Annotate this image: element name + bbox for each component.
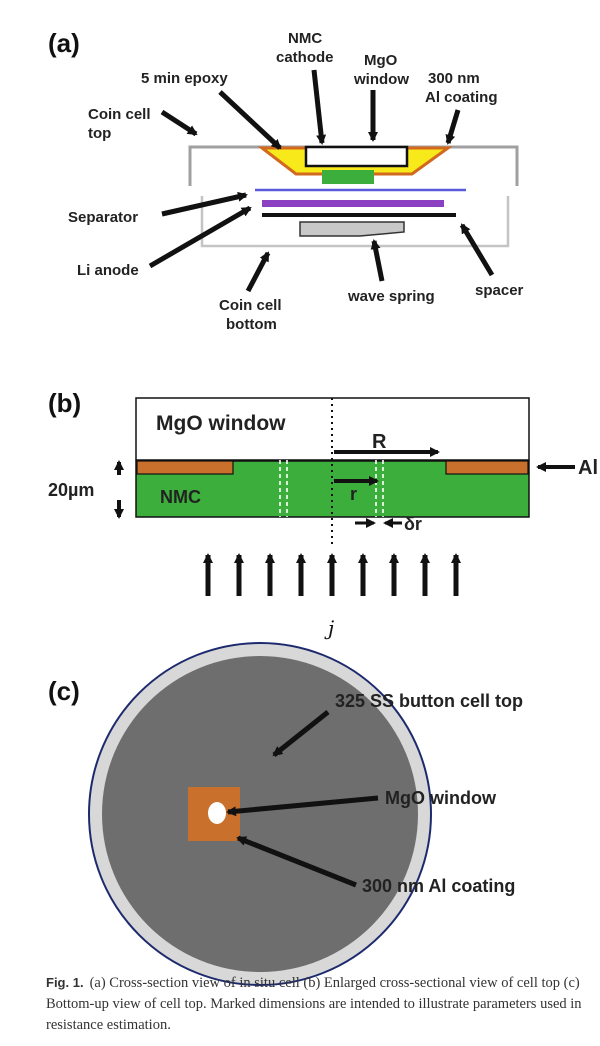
coin-cell-top-label-2: top [88,125,111,142]
arrow-coin-top [160,109,198,137]
nmc-cathode-a [322,170,374,184]
al-coating-label-1: 300 nm [428,70,480,87]
coin-cell-bottom-label-2: bottom [226,316,277,333]
arrow-coin-bottom [245,251,271,293]
arrow-spacer [459,223,495,277]
current-arrows [203,553,461,596]
mgo-window-b-label: MgO window [156,412,286,435]
spacer-bar [262,213,456,217]
al-coating-c-label: 300 nm Al coating [362,876,515,896]
arrow-nmc-cathode [311,69,327,145]
panel-c-label: (c) [48,676,80,706]
al-label: Al [578,457,598,479]
nmc-cathode-label-2: cathode [276,49,334,66]
thickness-label: 20µm [48,480,94,500]
panel-a-label: (a) [48,28,80,58]
ss-top-label: 325 SS button cell top [335,691,523,711]
radius-label: R [372,431,387,453]
current-label: j [324,616,334,640]
li-anode-bar [262,200,444,207]
panel-a-arrows [148,69,495,293]
coin-cell-top-label-1: Coin cell [88,106,151,123]
dr-label: δr [404,514,422,534]
arrow-al-coating [445,109,461,145]
nmc-label-b: NMC [160,487,201,507]
coin-cell-bottom-casing [200,196,510,248]
arrow-mgo-window-c [226,795,379,817]
al-strip-right [445,460,529,475]
button-cell-top-disc [102,656,418,972]
caption-text: (a) Cross-section view of in situ cell (… [46,975,582,1033]
panel-c-arrows [226,710,379,888]
mgo-window-c-label: MgO window [385,788,497,808]
wave-spring-shape [299,221,405,237]
arrow-li-anode [148,205,252,269]
nmc-ring-marks [279,460,384,517]
arrow-al-coating-c [236,835,357,888]
arrow-wave-spring [370,239,385,282]
arrow-epoxy [218,90,282,150]
panel-b: (b) MgO window R Al 20µm [48,388,598,640]
mgo-window-label-1: MgO [364,52,398,69]
epoxy-label: 5 min epoxy [141,70,228,87]
panel-c: (c) 325 SS button cell top MgO window 30… [48,642,523,986]
caption-tag: Fig. 1. [46,975,84,990]
mgo-window-label-2: window [353,71,409,88]
r-label: r [350,484,357,504]
panel-a: (a) NMC cathode MgO window 5 min epoxy 3… [48,28,524,333]
mgo-window-a [304,145,409,168]
mgo-window-c [208,802,226,824]
arrow-ss-top [272,710,330,757]
separator-label: Separator [68,209,138,226]
arrow-separator [161,191,248,217]
spacer-label: spacer [475,282,524,299]
li-anode-label: Li anode [77,262,139,279]
panel-b-label: (b) [48,388,81,418]
nmc-cathode-label-1: NMC [288,30,322,47]
al-coating-label-2: Al coating [425,89,498,106]
coin-cell-bottom-label-1: Coin cell [219,297,282,314]
wave-spring-label: wave spring [347,288,435,305]
figure-caption: Fig. 1.(a) Cross-section view of in situ… [46,972,591,1036]
al-strip-left [136,460,234,475]
